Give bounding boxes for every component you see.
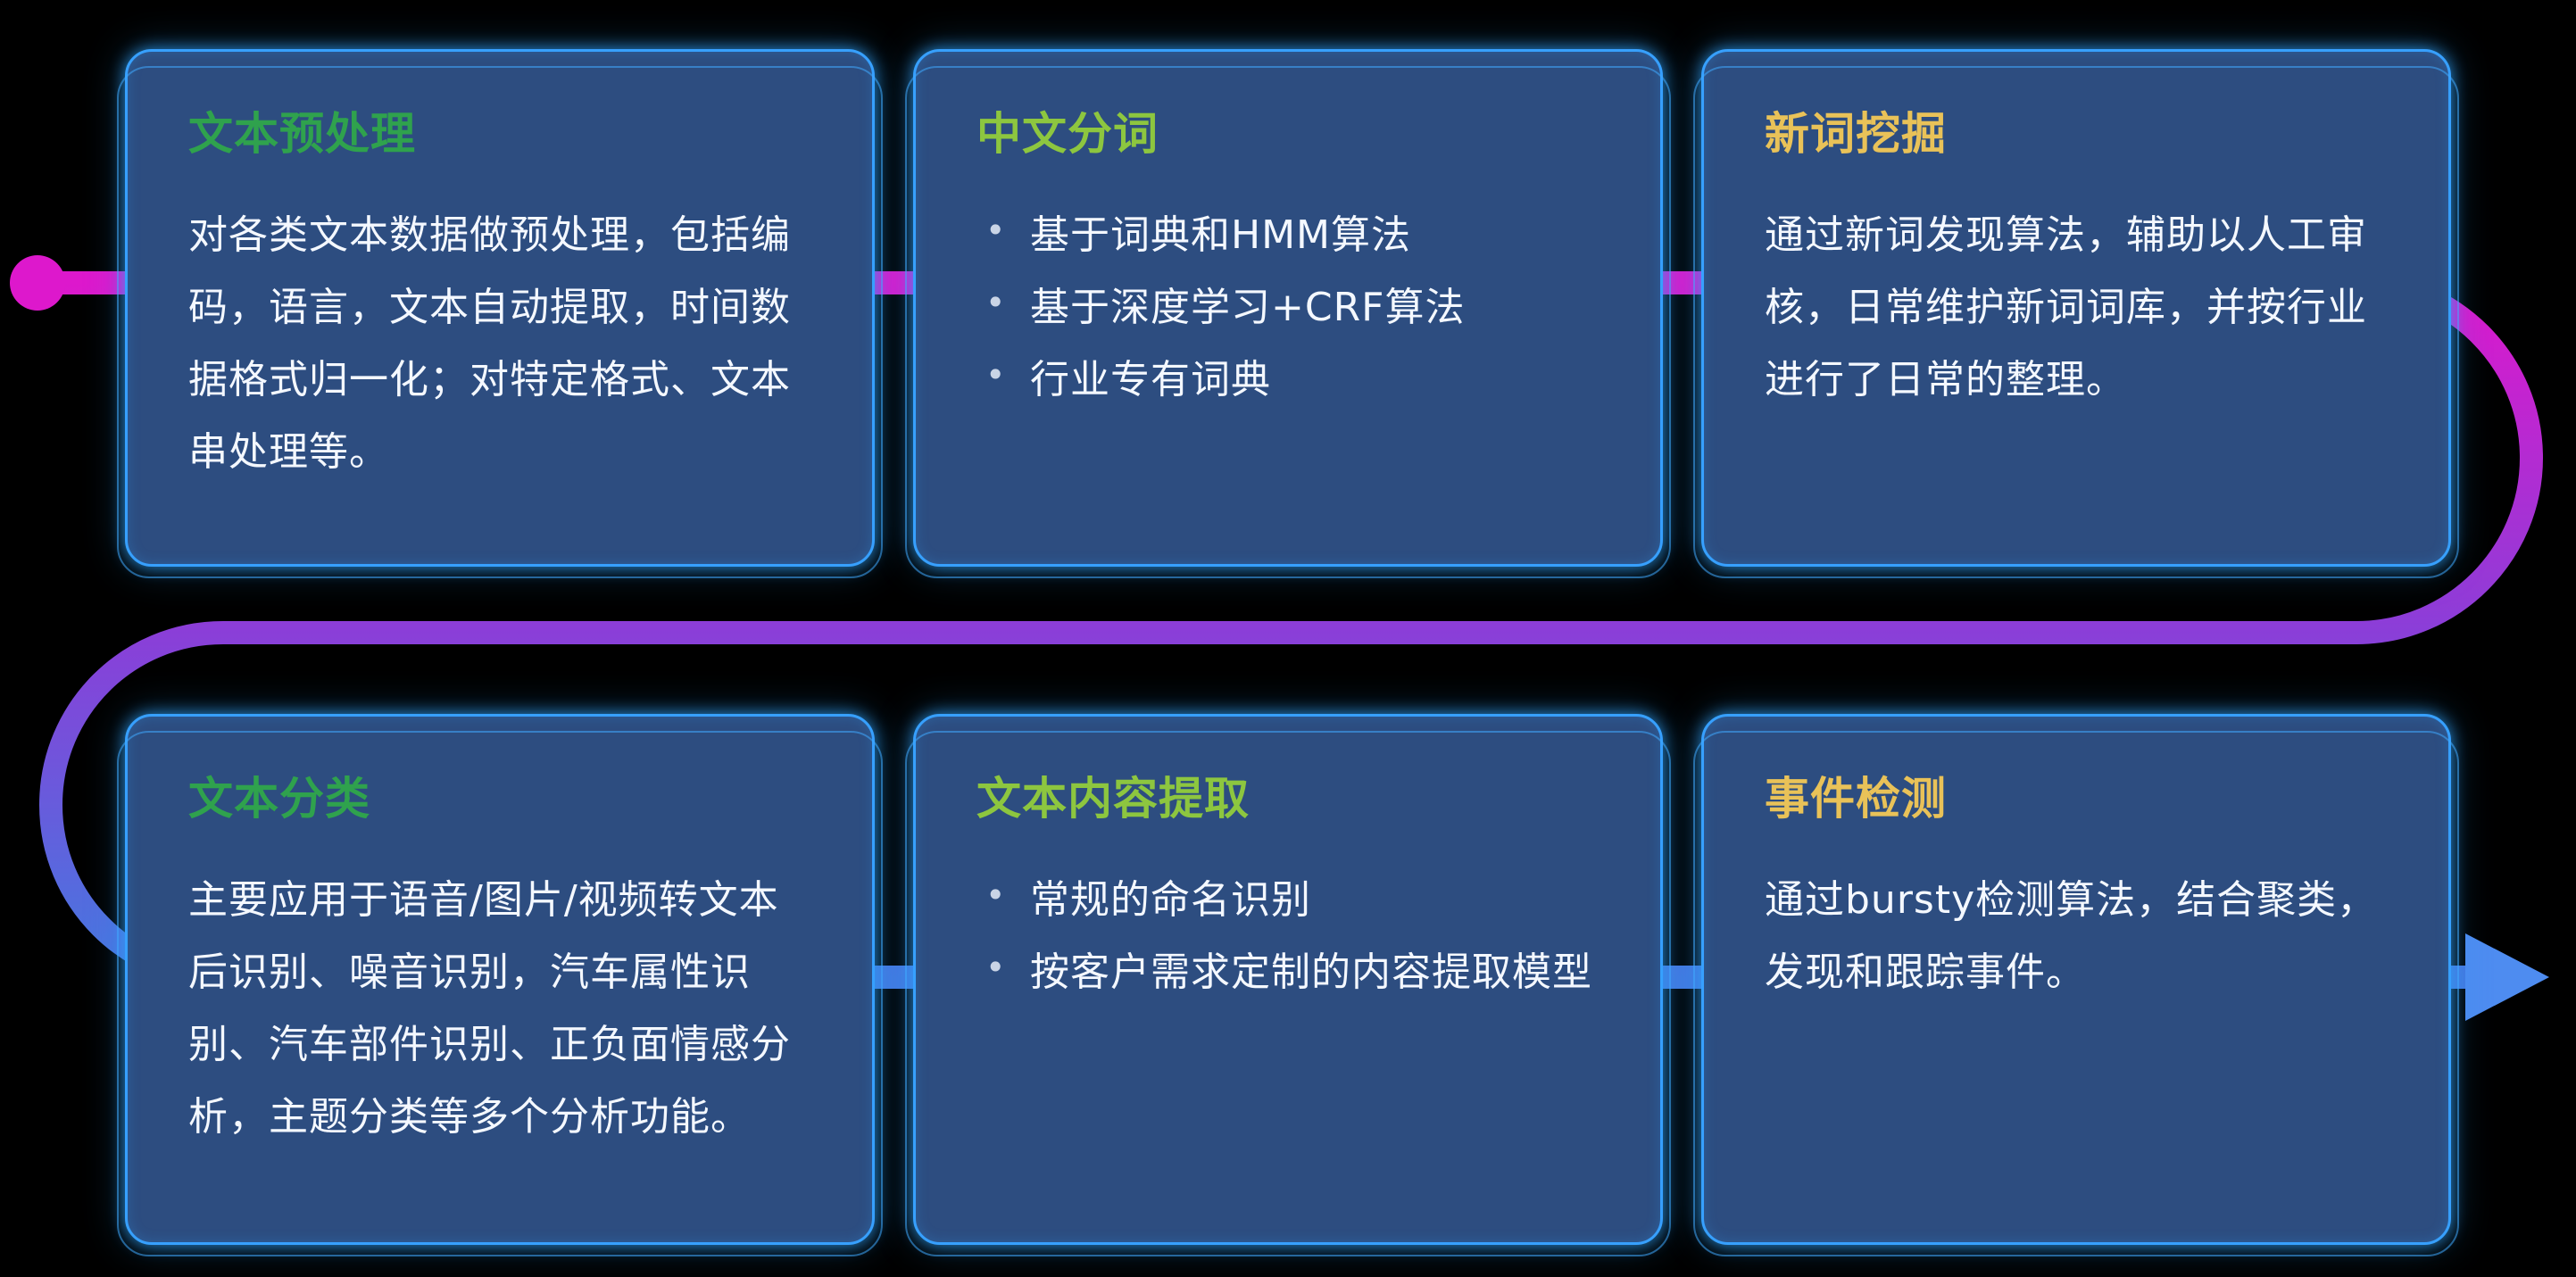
card-chinese-word-segmentation: 中文分词 基于词典和HMM算法 基于深度学习+CRF算法 行业专有词典 — [905, 49, 1671, 578]
card-bullet-list: 常规的命名识别 按客户需求定制的内容提取模型 — [976, 865, 1600, 1009]
card-new-word-mining: 新词挖掘 通过新词发现算法，辅助以人工审核，日常维护新词词库，并按行业进行了日常… — [1693, 49, 2459, 578]
card-bullet-list: 基于词典和HMM算法 基于深度学习+CRF算法 行业专有词典 — [976, 200, 1600, 417]
card-body: 通过新词发现算法，辅助以人工审核，日常维护新词词库，并按行业进行了日常的整理。 — [1765, 212, 2367, 402]
flow-path — [26, 271, 2544, 989]
bullet-item: 行业专有词典 — [976, 344, 1600, 417]
bullet-item: 基于深度学习+CRF算法 — [976, 272, 1600, 344]
card-event-detection: 事件检测 通过bursty检测算法，结合聚类，发现和跟踪事件。 — [1693, 714, 2459, 1256]
card-title: 中文分词 — [976, 108, 1159, 160]
card-text-preprocessing: 文本预处理 对各类文本数据做预处理，包括编码，语言，文本自动提取，时间数据格式归… — [117, 49, 883, 578]
card-body: 对各类文本数据做预处理，包括编码，语言，文本自动提取，时间数据格式归一化；对特定… — [188, 212, 791, 475]
card-title: 文本预处理 — [188, 108, 416, 160]
card-title: 文本分类 — [188, 773, 370, 825]
card-body: 主要应用于语音/图片/视频转文本后识别、噪音识别，汽车属性识别、汽车部件识别、正… — [188, 877, 791, 1140]
card-title: 文本内容提取 — [976, 773, 1250, 825]
card-text-content-extraction: 文本内容提取 常规的命名识别 按客户需求定制的内容提取模型 — [905, 714, 1671, 1256]
bullet-item: 按客户需求定制的内容提取模型 — [976, 937, 1600, 1009]
card-title: 事件检测 — [1765, 773, 1947, 825]
card-title: 新词挖掘 — [1765, 108, 1947, 160]
bullet-item: 常规的命名识别 — [976, 865, 1600, 937]
card-body: 通过bursty检测算法，结合聚类，发现和跟踪事件。 — [1765, 877, 2378, 995]
card-text-classification: 文本分类 主要应用于语音/图片/视频转文本后识别、噪音识别，汽车属性识别、汽车部… — [117, 714, 883, 1256]
flow-arrow-icon — [2465, 933, 2549, 1021]
bullet-item: 基于词典和HMM算法 — [976, 200, 1600, 272]
flow-start-dot-icon — [10, 255, 65, 311]
